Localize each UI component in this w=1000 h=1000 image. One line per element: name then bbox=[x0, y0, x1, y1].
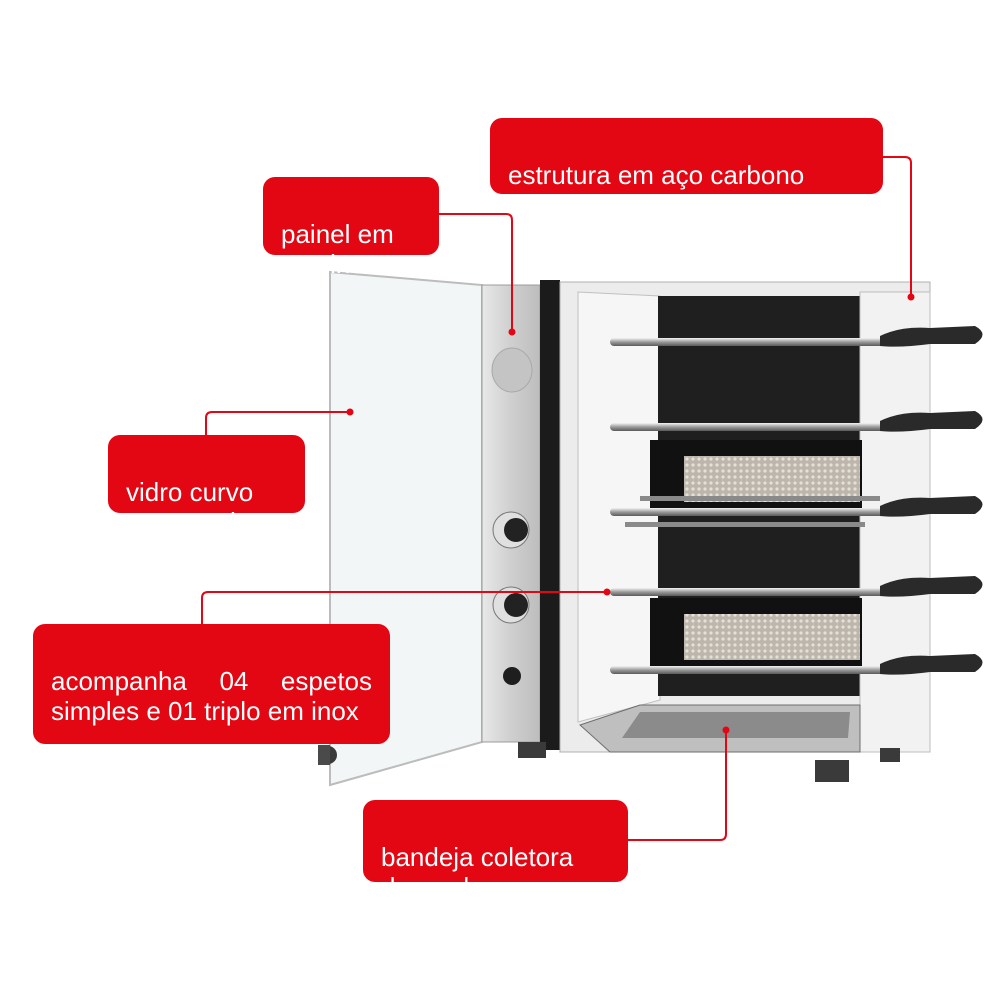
spit bbox=[610, 576, 983, 597]
callout-vidro-text: vidro curvo temperado bbox=[126, 477, 254, 537]
callout-painel: painel em aço inox bbox=[263, 177, 439, 279]
control-knob bbox=[492, 511, 530, 549]
spit bbox=[610, 326, 983, 347]
callout-espetos: acompanha 04 espetos simples e 01 triplo… bbox=[33, 624, 390, 744]
spit bbox=[610, 654, 983, 675]
callout-painel-text: painel em aço inox bbox=[281, 219, 394, 279]
control-knob bbox=[492, 586, 530, 624]
callout-espetos-text: acompanha 04 espetos simples e 01 triplo… bbox=[51, 666, 372, 726]
callout-vidro: vidro curvo temperado bbox=[108, 435, 305, 537]
callout-bandeja: bandeja coletora de gordura bbox=[363, 800, 628, 902]
front-panel bbox=[481, 284, 541, 743]
oven-body bbox=[518, 281, 931, 782]
hinge-bar bbox=[540, 280, 560, 750]
drip-tray bbox=[579, 704, 861, 753]
callout-estrutura: estrutura em aço carbono com pintura bbox=[490, 118, 883, 220]
callout-bandeja-text: bandeja coletora de gordura bbox=[381, 842, 574, 902]
triple-spit bbox=[610, 496, 983, 527]
spit bbox=[610, 411, 983, 432]
callout-estrutura-text: estrutura em aço carbono com pintura bbox=[508, 160, 805, 220]
